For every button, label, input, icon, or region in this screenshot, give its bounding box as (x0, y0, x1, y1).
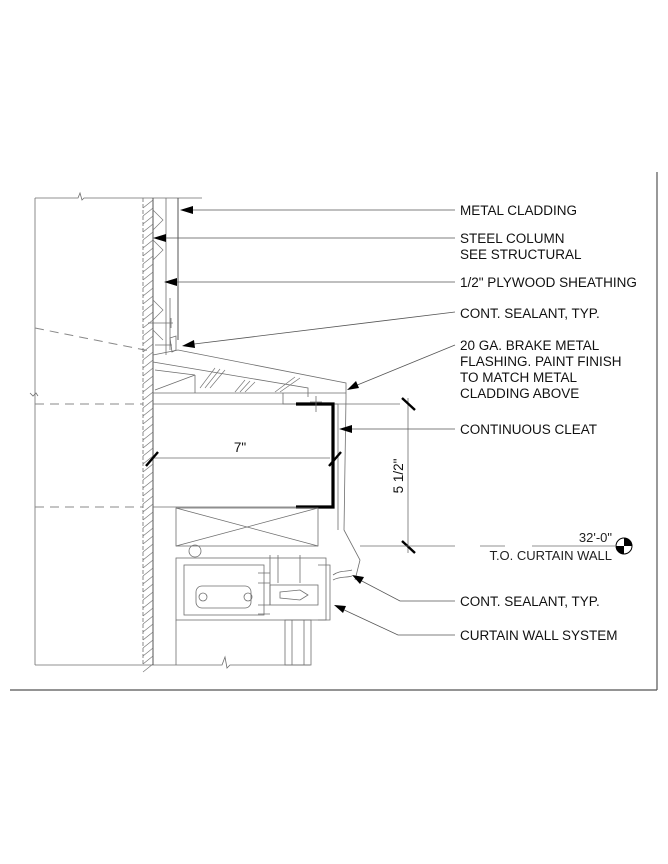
column-hatch-line (142, 399, 154, 409)
column-hatch-line (142, 567, 154, 577)
column-hatch-line (142, 479, 154, 489)
column-hatch-line (142, 439, 154, 449)
dimension-5-5in-text: 5 1/2" (391, 458, 406, 493)
wall-layers (148, 198, 179, 355)
callout-metal-cladding: METAL CLADDING (460, 203, 577, 218)
callout-sealant-upper: CONT. SEALANT, TYP. (460, 306, 600, 321)
callout-steel-column-line1: STEEL COLUMN (460, 231, 565, 246)
column-hatch-line (142, 351, 154, 361)
column-hatch-line (142, 471, 154, 481)
callout-sealant-lower: CONT. SEALANT, TYP. (460, 594, 600, 609)
leader-plywood (164, 278, 455, 286)
dimension-5-5in (360, 397, 455, 554)
wood-blocking (175, 507, 319, 558)
column-hatch-line (142, 223, 154, 233)
column-hatch-line (142, 447, 154, 457)
column-hatch-line (142, 455, 154, 465)
column-hatch-line (142, 391, 154, 401)
column-hatch-line (142, 631, 154, 641)
steel-column (142, 198, 154, 673)
column-hatch-line (142, 655, 154, 665)
column-hatch-line (142, 239, 154, 249)
sloped-flashing (152, 349, 361, 581)
column-hatch-line (142, 607, 154, 617)
callout-plywood-sheathing: 1/2" PLYWOOD SHEATHING (460, 275, 637, 290)
column-hatch-line (142, 247, 154, 257)
column-hatch-line (142, 303, 154, 313)
column-hatch-line (142, 423, 154, 433)
column-hatch-line (142, 295, 154, 305)
column-hatch-line (142, 207, 154, 217)
column-hatch-line (142, 495, 154, 505)
leader-steel-column (153, 234, 455, 242)
continuous-cleat-profile (296, 402, 335, 509)
leader-flashing (347, 344, 456, 390)
column-hatch-line (142, 511, 154, 521)
column-hatch-line (142, 487, 154, 497)
leader-cleat (339, 425, 455, 433)
column-hatch-line (142, 359, 154, 369)
column-hatch-line (142, 255, 154, 265)
elevation-marker (480, 537, 633, 555)
fastener-mark (310, 396, 322, 412)
leader-curtain-wall (334, 605, 455, 636)
column-hatch-line (142, 335, 154, 345)
column-hatch-line (142, 271, 154, 281)
curtain-wall-profile (175, 555, 353, 666)
column-hatch-line (142, 263, 154, 273)
column-hatch-line (142, 583, 154, 593)
column-hatch-line (142, 527, 154, 537)
column-hatch-line (142, 519, 154, 529)
column-hatch-line (142, 311, 154, 321)
elevation-label: T.O. CURTAIN WALL (489, 548, 612, 563)
column-hatch-line (142, 407, 154, 417)
column-hatch-line (142, 287, 154, 297)
dimension-7in (145, 451, 342, 467)
column-hatch-line (142, 343, 154, 353)
column-hatch-line (142, 559, 154, 569)
column-hatch-line (142, 463, 154, 473)
column-hatch-line (142, 503, 154, 513)
opening-lines (153, 403, 400, 508)
column-hatch-line (142, 535, 154, 545)
callout-curtain-wall-system: CURTAIN WALL SYSTEM (460, 628, 618, 643)
column-hatch-line (142, 215, 154, 225)
leader-sealant-lower (352, 575, 455, 602)
callout-flashing-line1: 20 GA. BRAKE METAL (460, 338, 600, 353)
column-hatch-line (142, 591, 154, 601)
column-hatch-line (142, 319, 154, 329)
dimension-7in-text: 7" (234, 440, 247, 455)
column-hatch-line (142, 199, 154, 209)
callout-continuous-cleat: CONTINUOUS CLEAT (460, 422, 597, 437)
callout-flashing-line4: CLADDING ABOVE (460, 386, 579, 401)
column-hatch-line (142, 647, 154, 657)
column-hatch-line (142, 551, 154, 561)
elevation-value: 32'-0" (579, 530, 613, 545)
leader-sealant-upper (182, 311, 456, 348)
column-hatch-line (142, 367, 154, 377)
column-hatch-line (142, 327, 154, 337)
building-outline (29, 191, 310, 669)
column-hatch-line (142, 383, 154, 393)
column-hatch-line (142, 623, 154, 633)
column-hatch-line (142, 279, 154, 289)
column-hatch-line (142, 231, 154, 241)
column-hatch-line (142, 415, 154, 425)
column-hatch-line (142, 639, 154, 649)
column-hatch-line (142, 663, 154, 673)
column-hatch-line (142, 599, 154, 609)
column-hatch-line (142, 615, 154, 625)
column-hatch-line (142, 375, 154, 385)
column-hatch-line (142, 575, 154, 585)
callout-flashing-line3: TO MATCH METAL (460, 370, 577, 385)
callout-steel-column-line2: SEE STRUCTURAL (460, 247, 582, 262)
leader-metal-cladding (180, 206, 455, 214)
callout-flashing-line2: FLASHING. PAINT FINISH (460, 354, 622, 369)
column-hatch-line (142, 543, 154, 553)
dashed-reference-lines (34, 327, 151, 508)
column-hatch-line (142, 431, 154, 441)
